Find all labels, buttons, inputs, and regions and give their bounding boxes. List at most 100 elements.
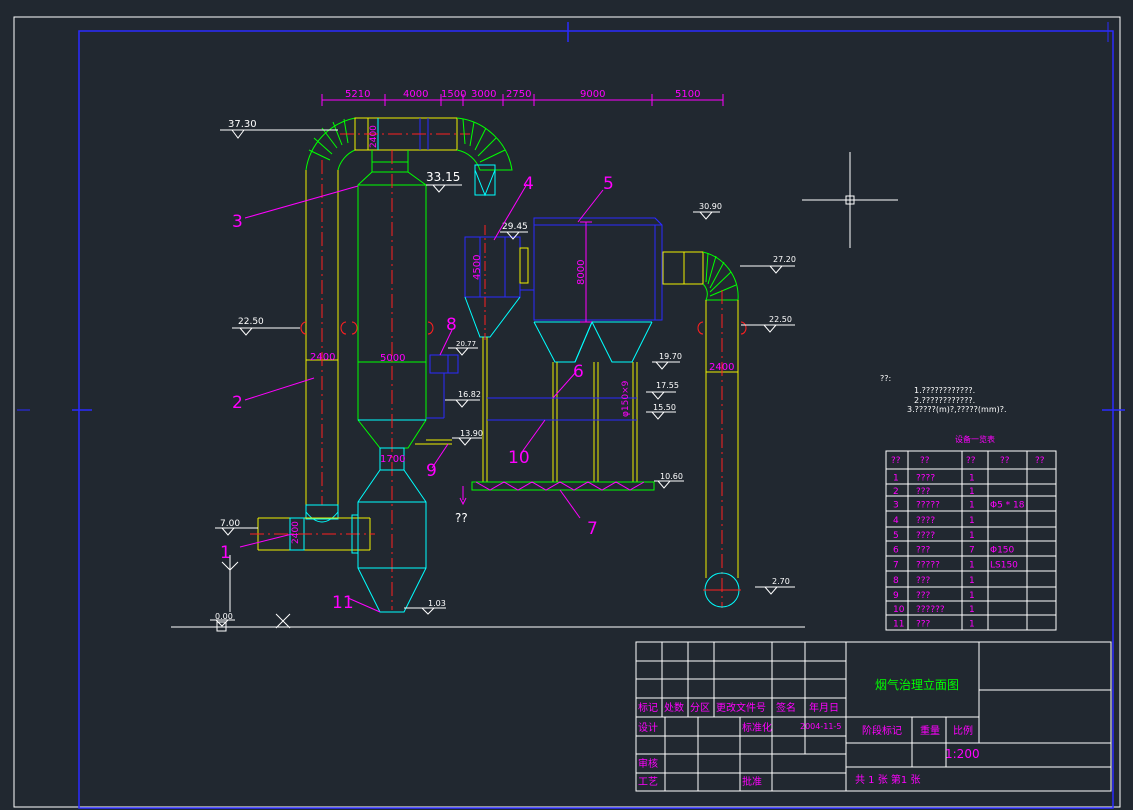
- elev-3730: 37.30: [228, 119, 257, 130]
- elev-1550: 15.50: [653, 403, 676, 412]
- elev-3090: 30.90: [699, 202, 722, 211]
- equip-cell-no: 3: [893, 501, 899, 511]
- elev-1060: 10.60: [660, 472, 683, 481]
- bag-filter: [533, 217, 663, 363]
- tb-stage: 阶段标记: [862, 724, 902, 737]
- exhaust-stack: [662, 251, 741, 608]
- equip-header-qty: ??: [966, 456, 976, 466]
- tb-col-mark: 标记: [638, 702, 658, 714]
- elev-3315: 33.15: [426, 170, 460, 184]
- equip-cell-qty: 1: [969, 531, 975, 541]
- callout-6: 6: [573, 362, 584, 382]
- equip-cell-no: 8: [893, 576, 899, 586]
- callout-leaders: [239, 183, 604, 613]
- tb-date-value: 2004-11-5: [800, 722, 841, 731]
- elev-2720: 27.20: [773, 255, 796, 264]
- elev-270: 2.70: [772, 577, 790, 586]
- title-block: [635, 641, 1112, 792]
- equip-cell-no: 6: [893, 546, 899, 556]
- callout-5: 5: [603, 174, 614, 194]
- tb-sheets: 共 1 张 第1 张: [855, 773, 920, 786]
- tb-col-date: 年月日: [809, 701, 839, 714]
- callout-2: 2: [232, 393, 243, 413]
- tb-approve: 批准: [742, 775, 762, 788]
- tb-col-count: 处数: [664, 701, 684, 714]
- equip-header-no: ??: [891, 456, 901, 466]
- callout-1: 1: [220, 543, 231, 563]
- callout-9: 9: [426, 461, 437, 481]
- equip-cell-name: ????: [916, 516, 935, 526]
- equip-cell-qty: 1: [969, 620, 975, 630]
- equip-cell-name: ????: [916, 474, 935, 484]
- equip-cell-no: 1: [893, 474, 899, 484]
- equip-cell-qty: 1: [969, 561, 975, 571]
- tb-scale-label: 比例: [953, 724, 973, 737]
- equipment-table-title: 设备一览表: [955, 434, 995, 444]
- dim-2400-right: 2400: [709, 362, 734, 373]
- drawing-frame: [13, 16, 1125, 809]
- equip-header-spec: ??: [1000, 456, 1010, 466]
- dim-4500: 4500: [472, 255, 483, 280]
- elev-1390: 13.90: [460, 429, 483, 438]
- tb-standard: 标准化: [742, 721, 772, 734]
- tb-weight: 重量: [920, 724, 940, 737]
- equip-cell-name: ?????: [916, 501, 940, 511]
- notes-line1: 1.????????????.: [914, 386, 975, 395]
- dust-pipes: [482, 337, 638, 482]
- equip-cell-qty: 1: [969, 501, 975, 511]
- dim-top-2: 1500: [441, 89, 466, 100]
- drawing-title: 烟气治理立面图: [875, 677, 959, 692]
- elev-2250-right: 22.50: [769, 315, 792, 324]
- equip-cell-no: 2: [893, 487, 899, 497]
- equip-cell-no: 7: [893, 561, 899, 571]
- tb-col-sign: 签名: [776, 701, 796, 714]
- notes: ??: 1.????????????. 2.????????????. 3.??…: [880, 374, 1007, 414]
- dim-top-6: 5100: [675, 89, 700, 100]
- top-connector-duct: [340, 117, 513, 171]
- equip-cell-qty: 1: [969, 516, 975, 526]
- dim-1700: 1700: [380, 454, 405, 465]
- tb-scale-value: 1:200: [945, 747, 980, 761]
- absorber-tower: [357, 150, 452, 613]
- equip-cell-no: 11: [893, 620, 904, 630]
- callout-7: 7: [587, 519, 598, 539]
- tb-col-doc: 更改文件号: [716, 701, 766, 714]
- dim-2400-top: 2400: [369, 125, 379, 148]
- dim-top-0: 5210: [345, 89, 370, 100]
- dim-top-5: 9000: [580, 89, 605, 100]
- tb-col-zone: 分区: [690, 702, 710, 714]
- notes-heading: ??:: [880, 374, 891, 383]
- equipment-table: [885, 450, 1057, 631]
- elev-1755: 17.55: [656, 381, 679, 390]
- elev-103: 1.03: [428, 599, 446, 608]
- elev-2077: 20.77: [456, 340, 476, 348]
- callout-11: 11: [332, 593, 354, 613]
- callout-8: 8: [446, 315, 457, 335]
- equip-cell-spec: LS150: [990, 561, 1018, 571]
- equip-cell-name: ??????: [916, 605, 945, 615]
- elevation-markers: [210, 129, 795, 627]
- dim-pipe-spec: φ150×9: [621, 380, 631, 417]
- equip-cell-qty: 7: [969, 546, 975, 556]
- dim-2400-inlet: 2400: [291, 521, 301, 544]
- equip-cell-spec: Φ150: [990, 546, 1015, 556]
- equip-cell-spec: Φ5 * 18: [990, 501, 1025, 511]
- crosshair-cursor-icon: [802, 152, 898, 248]
- dim-top-1: 4000: [403, 89, 428, 100]
- equip-cell-name: ???: [916, 591, 931, 601]
- equip-cell-name: ???: [916, 487, 931, 497]
- dim-top-4: 2750: [506, 89, 531, 100]
- ground-line: [171, 613, 805, 632]
- equip-header-note: ??: [1035, 456, 1045, 466]
- callout-4: 4: [523, 174, 534, 194]
- tb-process: 工艺: [638, 776, 658, 788]
- equip-cell-no: 4: [893, 516, 899, 526]
- elev-2945: 29.45: [502, 222, 528, 232]
- dim-5000: 5000: [380, 353, 405, 364]
- sampling-box: [426, 354, 459, 419]
- top-dimension-chain: [321, 94, 724, 106]
- pipe-connectors: [487, 397, 637, 421]
- equip-cell-qty: 1: [969, 605, 975, 615]
